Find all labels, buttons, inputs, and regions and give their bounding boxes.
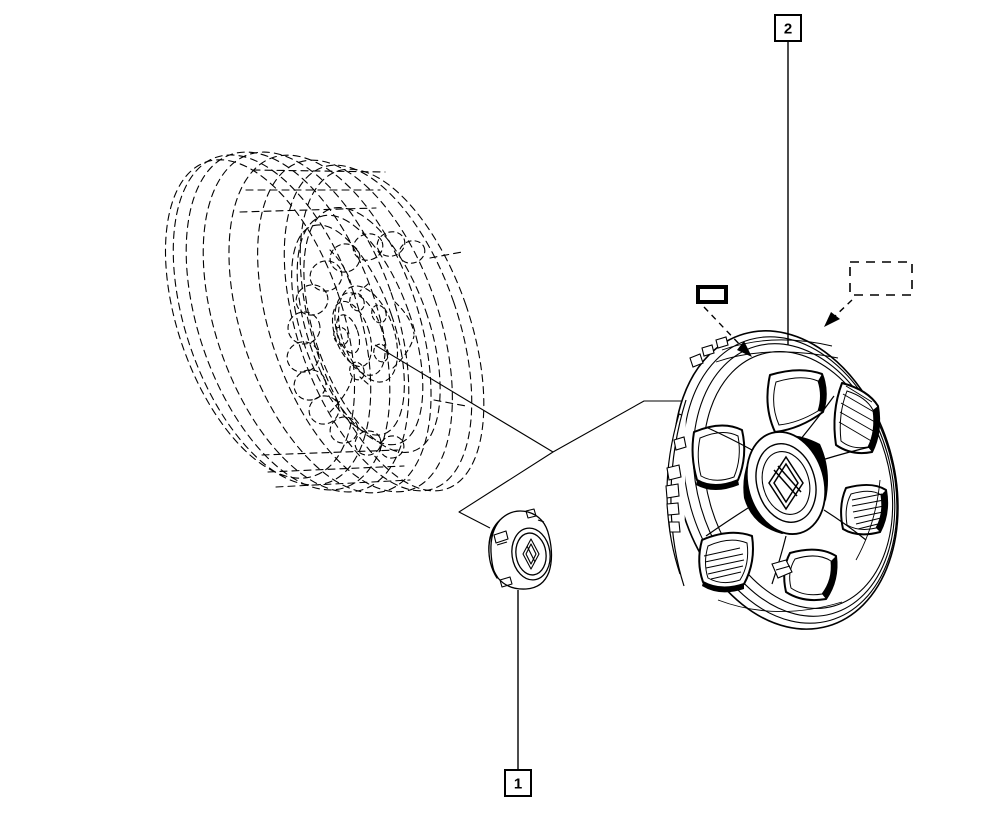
trim-centre-boss — [743, 431, 828, 535]
callout-1-label: 1 — [514, 776, 522, 793]
leader-hub-to-cap — [374, 344, 554, 529]
trim-retaining-clips — [665, 336, 729, 533]
annotation-boxes — [696, 261, 913, 357]
steel-wheel-rim — [164, 151, 485, 494]
wheel-trim-cover — [665, 330, 899, 630]
wheel-rim-flange — [291, 207, 441, 453]
trim-outer-edge-3 — [692, 343, 896, 617]
renault-diamond-icon-large — [768, 455, 804, 511]
annotation-box-dashed[interactable] — [849, 261, 913, 296]
callout-2-label: 2 — [784, 21, 792, 38]
renault-diamond-icon-small — [522, 538, 540, 570]
wheel-face-detail — [329, 249, 415, 413]
wheel-rim-barrel-edges — [239, 169, 467, 488]
centre-hub-cap — [488, 508, 553, 590]
hub-cap-face-inner — [515, 532, 547, 576]
annotation-arrow-dashed — [824, 299, 853, 327]
trim-window-6 — [691, 424, 746, 486]
wheel-rim-barrel — [164, 151, 485, 494]
annotation-arrow-solid — [703, 306, 752, 357]
trim-spoke-windows — [691, 369, 889, 602]
callout-2-box — [774, 14, 802, 42]
wheel-stud-holes — [333, 292, 389, 381]
hub-cap-clips — [493, 508, 545, 588]
trim-notch-detail — [771, 559, 793, 579]
callout-1-box — [504, 769, 532, 797]
callout-1[interactable]: 1 — [504, 590, 532, 797]
wheel-hub-bowl — [331, 283, 399, 385]
trim-hatching — [703, 385, 885, 580]
hub-cap-back-rim — [488, 519, 501, 579]
trim-rim-lip — [702, 351, 894, 609]
annotation-box-solid[interactable] — [696, 285, 728, 304]
callout-2[interactable]: 2 — [774, 14, 802, 345]
wheel-vent-holes — [286, 231, 426, 459]
trim-outer-edge-2 — [682, 336, 898, 624]
trim-face-contours — [715, 339, 881, 612]
trim-spoke-arms — [705, 395, 875, 585]
